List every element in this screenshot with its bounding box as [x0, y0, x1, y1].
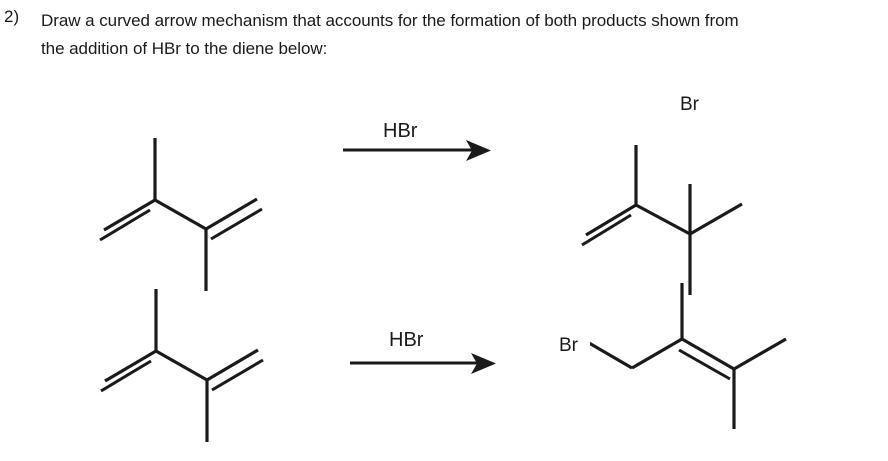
- reaction-scheme-2-svg: HBr Br: [100, 283, 787, 442]
- bond-c2-c1-b: [99, 208, 151, 242]
- br-label-backing-2: [556, 329, 590, 353]
- bond-c3-c4-a: [205, 197, 258, 231]
- bond-c2-c1-a: [103, 198, 156, 232]
- bond-r2-c2-c1-a: [104, 349, 157, 383]
- arrow-head-1: [466, 140, 491, 161]
- reactant-structure-2: [100, 289, 264, 442]
- question-text-line-2: the addition of HBr to the diene below:: [41, 39, 328, 58]
- bond-p1-c2-c1-a: [585, 203, 637, 237]
- bond-r2-c3-c4-a: [206, 348, 259, 382]
- bond-r2-c2-c1-b: [100, 359, 152, 393]
- reactant-structure-1: [99, 138, 263, 291]
- bond-c3-c4-b: [210, 207, 263, 241]
- product-structure-1: Br: [581, 88, 743, 295]
- arrow-head-2: [471, 353, 496, 374]
- bond-r2-c2-c3: [155, 349, 208, 382]
- reaction-arrow-2: HBr: [350, 329, 496, 374]
- reaction-scheme-2: HBr Br: [0, 272, 888, 461]
- reaction-arrow-1: HBr: [343, 120, 491, 161]
- bond-p2-c2-c3-a: [681, 337, 735, 371]
- reagent-label-1: HBr: [383, 120, 418, 142]
- bond-p2-c2-c3-b: [678, 348, 731, 381]
- question-number: 2): [4, 7, 20, 26]
- question-text: Draw a curved arrow mechanism that accou…: [41, 7, 886, 63]
- bond-p1-c2-c1-b: [581, 213, 632, 247]
- atom-label-br-2: Br: [559, 335, 579, 356]
- product-structure-2: Br: [556, 283, 787, 429]
- reagent-label-2: HBr: [389, 329, 424, 351]
- bond-p1-c3-methyl-a: [689, 202, 743, 236]
- atom-label-br-1: Br: [680, 94, 700, 115]
- bond-p2-br-c1: [588, 341, 633, 370]
- bond-r2-c3-c4-b: [211, 358, 264, 392]
- question-text-line-1: Draw a curved arrow mechanism that accou…: [41, 11, 739, 30]
- bond-c2-c3: [154, 198, 207, 231]
- br-label-backing-1: [676, 88, 710, 112]
- bond-p1-c2-c3: [635, 203, 691, 236]
- bond-p2-c3-methyl-a: [733, 337, 787, 371]
- reaction-scheme-1-svg: HBr Br: [99, 88, 743, 295]
- bond-p2-c1-c2: [631, 337, 683, 370]
- reaction-scheme-1: HBr Br: [0, 62, 888, 295]
